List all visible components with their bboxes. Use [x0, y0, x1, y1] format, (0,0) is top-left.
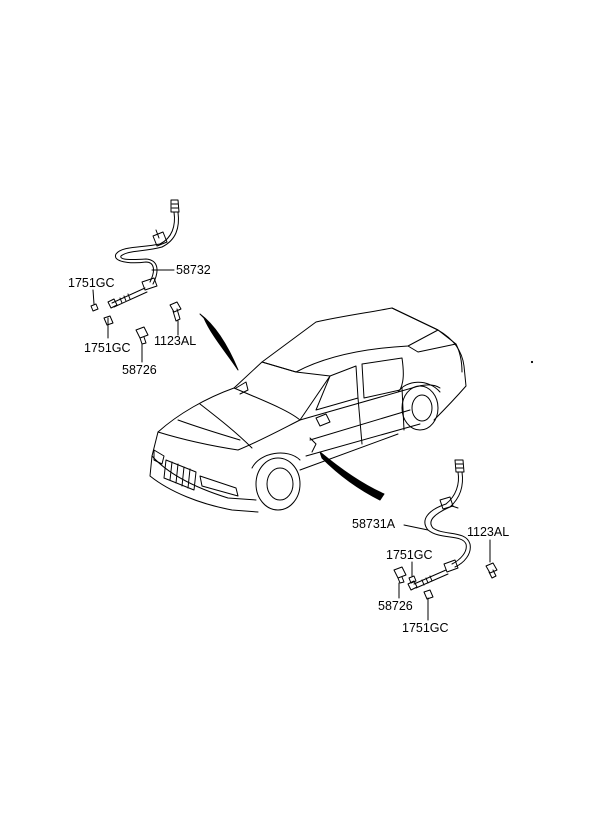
car-illustration [149, 307, 467, 513]
label-58726-lower: 58726 [378, 599, 413, 613]
label-1751gc-upper-b: 1751GC [84, 341, 131, 355]
stray-dot [530, 360, 534, 364]
label-58726-upper: 58726 [122, 363, 157, 377]
label-1751gc-lower-a: 1751GC [386, 548, 433, 562]
upper-callout-arrow [199, 313, 239, 371]
upper-clip-b [103, 315, 114, 339]
lower-bolt [485, 539, 498, 579]
upper-bolt [169, 301, 182, 336]
lower-callout-arrow [319, 451, 385, 501]
lower-clip-b [423, 589, 434, 621]
label-58732: 58732 [176, 263, 211, 277]
label-58731a: 58731A [352, 517, 396, 531]
lower-brake-hose-assembly [403, 459, 471, 591]
label-1751gc-lower-b: 1751GC [402, 621, 449, 635]
lower-bracket [393, 566, 407, 599]
upper-bracket [135, 326, 149, 363]
label-1751gc-upper-a: 1751GC [68, 276, 115, 290]
lower-clip-a [408, 561, 417, 584]
upper-brake-hose-assembly [107, 199, 180, 309]
label-1123al-lower: 1123AL [467, 525, 510, 539]
upper-clip-a [90, 289, 99, 312]
label-1123al-upper: 1123AL [154, 334, 197, 348]
